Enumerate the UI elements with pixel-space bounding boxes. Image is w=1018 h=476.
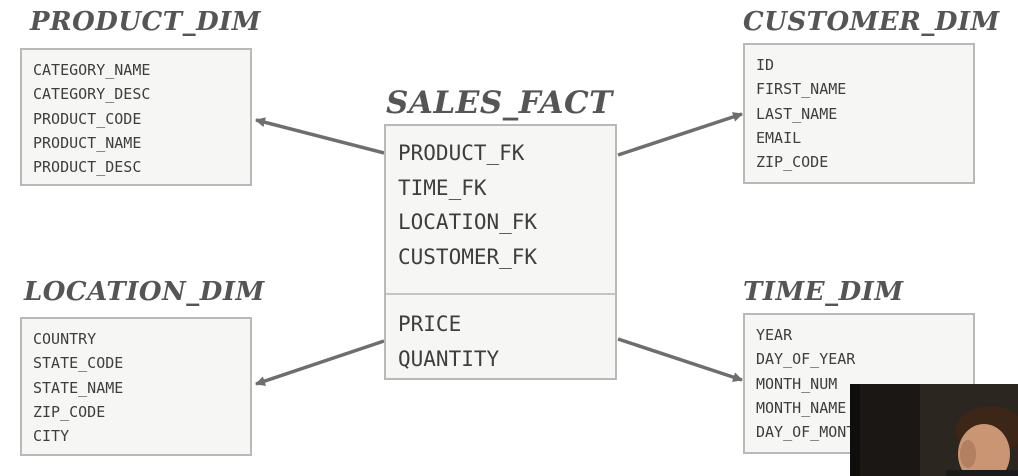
customer-dim-field: ZIP_CODE — [756, 153, 829, 172]
arrow-to-product-dim — [255, 117, 385, 155]
sales-fact-measure: QUANTITY — [398, 346, 500, 371]
location-dim-field: CITY — [33, 427, 70, 446]
product-dim-field: PRODUCT_DESC — [33, 158, 142, 177]
customer-dim-field: ID — [756, 56, 775, 74]
sales-fact-measures: PRICE QUANTITY — [386, 295, 615, 376]
sales-fact-key: PRODUCT_FK — [398, 141, 525, 165]
location-dim-table: COUNTRY STATE_CODE STATE_NAME ZIP_CODE C… — [20, 317, 252, 456]
customer-dim-field: EMAIL — [756, 128, 802, 147]
location-dim-field: COUNTRY — [33, 330, 97, 348]
product-dim-title: PRODUCT_DIM — [30, 7, 262, 37]
customer-dim-field: LAST_NAME — [756, 104, 838, 123]
time-dim-field: DAY_OF_YEAR — [756, 350, 856, 369]
location-dim-field: STATE_NAME — [33, 378, 124, 397]
presenter-video-thumbnail — [850, 384, 1018, 476]
time-dim-field: YEAR — [756, 326, 793, 344]
customer-dim-table: ID FIRST_NAME LAST_NAME EMAIL ZIP_CODE — [743, 43, 975, 184]
sales-fact-title: SALES_FACT — [386, 85, 613, 121]
sales-fact-key: LOCATION_FK — [398, 210, 538, 234]
arrow-to-location-dim — [255, 339, 385, 386]
product-dim-field: CATEGORY_NAME — [33, 61, 151, 79]
location-dim-title: LOCATION_DIM — [24, 277, 265, 307]
product-dim-field: PRODUCT_NAME — [33, 133, 142, 152]
arrow-to-time-dim — [617, 337, 743, 382]
product-dim-table: CATEGORY_NAME CATEGORY_DESC PRODUCT_CODE… — [20, 48, 252, 186]
product-dim-field: CATEGORY_DESC — [33, 85, 151, 104]
time-dim-table: YEAR DAY_OF_YEAR MONTH_NUM MONTH_NAME DA… — [743, 313, 975, 454]
arrow-to-customer-dim — [617, 112, 743, 157]
sales-fact-keys: PRODUCT_FK TIME_FK LOCATION_FK CUSTOMER_… — [386, 126, 615, 295]
sales-fact-measure: PRICE — [398, 312, 462, 336]
presenter-figure — [850, 384, 1018, 476]
customer-dim-title: CUSTOMER_DIM — [743, 7, 1000, 37]
time-dim-field: MONTH_NUM — [756, 374, 838, 393]
location-dim-field: ZIP_CODE — [33, 402, 106, 421]
location-dim-field: STATE_CODE — [33, 354, 124, 373]
customer-dim-field: FIRST_NAME — [756, 80, 847, 99]
sales-fact-table: PRODUCT_FK TIME_FK LOCATION_FK CUSTOMER_… — [384, 124, 617, 380]
time-dim-title: TIME_DIM — [743, 277, 904, 307]
product-dim-field: PRODUCT_CODE — [33, 109, 142, 128]
sales-fact-key: CUSTOMER_FK — [398, 244, 538, 269]
time-dim-field: DAY_OF_MONTH — [756, 423, 865, 442]
time-dim-field: MONTH_NAME — [756, 398, 847, 417]
sales-fact-key: TIME_FK — [398, 175, 487, 200]
